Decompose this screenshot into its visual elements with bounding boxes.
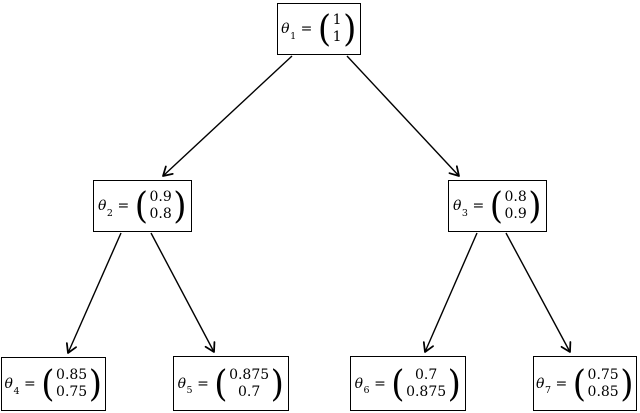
vector-entry-bottom: 0.85 bbox=[587, 383, 619, 400]
vector-entry-top: 0.85 bbox=[56, 367, 88, 384]
tree-node-theta-3: θ3 = ( 0.8 0.9 ) bbox=[448, 180, 547, 232]
parameter-vector: ( 0.75 0.85 ) bbox=[572, 361, 634, 406]
theta-5-formula: θ5 = ( 0.875 0.7 ) bbox=[177, 361, 285, 406]
tree-node-theta-1: θ1 = ( 1 1 ) bbox=[277, 3, 361, 55]
tree-node-theta-2: θ2 = ( 0.9 0.8 ) bbox=[93, 180, 192, 232]
edge-theta3-theta6 bbox=[422, 232, 478, 353]
parameter-vector: ( 0.875 0.7 ) bbox=[214, 361, 285, 406]
theta-symbol: θ5 bbox=[177, 375, 193, 397]
vector-entry-bottom: 0.8 bbox=[149, 206, 172, 222]
vector-entry-top: 0.7 bbox=[414, 366, 438, 383]
theta-7-formula: θ7 = ( 0.75 0.85 ) bbox=[536, 361, 634, 406]
left-paren: ( bbox=[214, 361, 228, 406]
equals-sign: = bbox=[555, 375, 568, 392]
parameter-vector: ( 0.8 0.9 ) bbox=[489, 184, 542, 228]
equals-sign: = bbox=[24, 376, 36, 392]
left-paren: ( bbox=[572, 361, 587, 406]
theta-symbol: θ4 bbox=[4, 376, 20, 397]
vector-entry-top: 0.75 bbox=[587, 366, 619, 383]
theta-symbol: θ6 bbox=[354, 375, 370, 397]
equals-sign: = bbox=[472, 198, 485, 214]
left-paren: ( bbox=[489, 184, 503, 228]
right-paren: ) bbox=[270, 361, 284, 406]
vector-entry-bottom: 1 bbox=[332, 29, 342, 45]
edge-theta1-theta2 bbox=[162, 55, 293, 177]
vector-entry-top: 0.875 bbox=[229, 366, 270, 383]
equals-sign: = bbox=[300, 21, 313, 37]
tree-node-theta-5: θ5 = ( 0.875 0.7 ) bbox=[173, 356, 289, 411]
right-paren: ) bbox=[173, 184, 187, 228]
vector-entry-top: 1 bbox=[332, 12, 342, 29]
edge-theta2-theta5 bbox=[150, 232, 216, 353]
vector-entry-bottom: 0.75 bbox=[56, 384, 88, 400]
edge-theta2-theta4 bbox=[65, 232, 122, 354]
theta-4-formula: θ4 = ( 0.85 0.75 ) bbox=[4, 362, 103, 406]
edge-theta3-theta7 bbox=[505, 232, 572, 353]
parameter-vector: ( 0.9 0.8 ) bbox=[134, 184, 187, 228]
vector-entry-bottom: 0.7 bbox=[237, 383, 261, 400]
left-paren: ( bbox=[317, 7, 332, 51]
theta-2-formula: θ2 = ( 0.9 0.8 ) bbox=[97, 184, 187, 228]
right-paren: ) bbox=[447, 361, 461, 406]
vector-entry-top: 0.8 bbox=[504, 189, 527, 206]
vector-entry-top: 0.9 bbox=[149, 189, 172, 206]
tree-node-theta-6: θ6 = ( 0.7 0.875 ) bbox=[350, 356, 466, 411]
tree-node-theta-4: θ4 = ( 0.85 0.75 ) bbox=[1, 357, 106, 411]
left-paren: ( bbox=[41, 362, 55, 406]
parameter-vector: ( 0.85 0.75 ) bbox=[41, 362, 103, 406]
equals-sign: = bbox=[197, 375, 209, 392]
theta-symbol: θ3 bbox=[452, 198, 468, 219]
theta-1-formula: θ1 = ( 1 1 ) bbox=[281, 7, 357, 51]
tree-node-theta-7: θ7 = ( 0.75 0.85 ) bbox=[533, 356, 637, 411]
theta-symbol: θ1 bbox=[281, 21, 297, 42]
left-paren: ( bbox=[391, 361, 405, 406]
right-paren: ) bbox=[620, 361, 634, 406]
equals-sign: = bbox=[117, 198, 130, 214]
parameter-vector: ( 0.7 0.875 ) bbox=[391, 361, 462, 406]
theta-3-formula: θ3 = ( 0.8 0.9 ) bbox=[452, 184, 542, 228]
vector-entry-bottom: 0.9 bbox=[504, 206, 527, 222]
right-paren: ) bbox=[343, 7, 357, 51]
theta-symbol: θ7 bbox=[536, 375, 552, 397]
theta-symbol: θ2 bbox=[97, 198, 113, 219]
right-paren: ) bbox=[88, 362, 102, 406]
theta-6-formula: θ6 = ( 0.7 0.875 ) bbox=[354, 361, 462, 406]
right-paren: ) bbox=[528, 184, 542, 228]
parameter-vector: ( 1 1 ) bbox=[317, 7, 357, 51]
equals-sign: = bbox=[374, 375, 386, 392]
left-paren: ( bbox=[134, 184, 148, 228]
edge-theta1-theta3 bbox=[346, 55, 460, 177]
vector-entry-bottom: 0.875 bbox=[406, 383, 447, 400]
